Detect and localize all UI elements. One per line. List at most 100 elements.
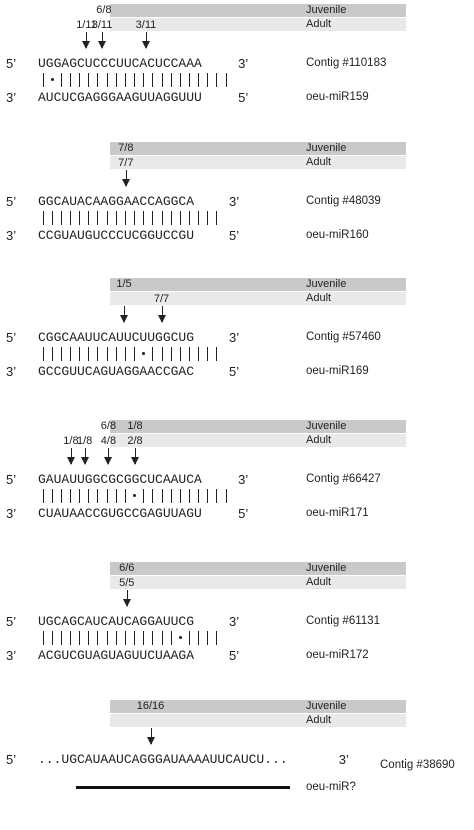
contig-label: Contig #38690 bbox=[380, 759, 455, 771]
juvenile-count: 1/5 bbox=[116, 278, 132, 290]
target-sequence: GAUAUUGGCGCGGCUCAAUCA bbox=[38, 472, 202, 487]
adult-label: Adult bbox=[306, 714, 332, 726]
five-prime-label: 5’ bbox=[238, 90, 249, 105]
pair-line bbox=[170, 73, 172, 87]
pair-line bbox=[152, 489, 154, 503]
adult-count: 4/8 bbox=[100, 435, 117, 447]
juvenile-bar bbox=[110, 278, 406, 291]
three-prime-label: 3’ bbox=[338, 752, 349, 767]
pair-line bbox=[179, 489, 181, 503]
pair-line bbox=[152, 631, 154, 645]
five-prime-label: 5’ bbox=[6, 752, 17, 767]
mirna-label: oeu-miR171 bbox=[306, 507, 369, 519]
target-sequence: GGCAUACAAGGAACCAGGCA bbox=[38, 194, 195, 209]
pair-line bbox=[207, 489, 209, 503]
pair-line bbox=[161, 347, 163, 361]
pair-line bbox=[216, 489, 218, 503]
pair-line bbox=[134, 211, 136, 225]
pair-line bbox=[79, 489, 81, 503]
cleavage-arrow bbox=[104, 448, 113, 465]
three-prime-label: 3’ bbox=[6, 364, 17, 379]
pair-line bbox=[88, 73, 90, 87]
adult-label: Adult bbox=[306, 576, 332, 588]
base-pairing bbox=[38, 211, 221, 225]
contig-label: Contig #66427 bbox=[306, 473, 381, 485]
cleavage-arrow bbox=[157, 306, 166, 323]
pair-line bbox=[42, 211, 44, 225]
target-sequence: UGCAGCAUCAUCAGGAUUCG bbox=[38, 614, 195, 629]
five-prime-label: 5’ bbox=[6, 194, 17, 209]
pair-line bbox=[88, 631, 90, 645]
mirna-sequence: AUCUCGAGGGAAGUUAGGUUU bbox=[38, 90, 202, 105]
pair-line bbox=[97, 73, 99, 87]
mirna-label: oeu-miR160 bbox=[306, 229, 369, 241]
mirna-underline bbox=[76, 786, 290, 789]
target-sequence: CGGCAAUUCAUUCUUGGCUG bbox=[38, 330, 195, 345]
pair-line bbox=[106, 211, 108, 225]
cleavage-arrow bbox=[98, 32, 107, 49]
target-sequence: ...UGCAUAAUCAGGGAUAAAAUUCAUCU... bbox=[38, 752, 288, 767]
pair-line bbox=[188, 489, 190, 503]
pair-line bbox=[170, 347, 172, 361]
mirna-label: oeu-miR? bbox=[306, 781, 356, 793]
pair-line bbox=[124, 631, 126, 645]
adult-count: 1/8 bbox=[77, 435, 93, 447]
pair-line bbox=[170, 489, 172, 503]
pair-line bbox=[51, 347, 53, 361]
adult-bar bbox=[110, 576, 406, 589]
pair-line bbox=[60, 489, 62, 503]
pair-line bbox=[188, 211, 190, 225]
pair-line bbox=[79, 211, 81, 225]
pair-line bbox=[207, 73, 209, 87]
cleavage-arrow bbox=[82, 32, 91, 49]
pair-line bbox=[134, 631, 136, 645]
pair-line bbox=[170, 211, 172, 225]
pair-line bbox=[124, 73, 126, 87]
five-prime-label: 5’ bbox=[229, 648, 240, 663]
five-prime-label: 5’ bbox=[229, 228, 240, 243]
pair-line bbox=[143, 631, 145, 645]
adult-bar bbox=[110, 434, 406, 447]
mirna-sequence: CUAUAACCGUGCCGAGUUAGU bbox=[38, 506, 202, 521]
three-prime-label: 3’ bbox=[6, 506, 17, 521]
adult-count: 7/7 bbox=[118, 157, 134, 169]
cleavage-arrow bbox=[121, 170, 130, 187]
pair-line bbox=[60, 73, 62, 87]
pair-line bbox=[188, 347, 190, 361]
mirna-label: oeu-miR172 bbox=[306, 649, 369, 661]
five-prime-label: 5’ bbox=[6, 472, 17, 487]
three-prime-label: 3’ bbox=[229, 330, 240, 345]
adult-count: 1/8 bbox=[63, 435, 79, 447]
juvenile-bar bbox=[110, 142, 406, 155]
three-prime-label: 3’ bbox=[238, 472, 249, 487]
pair-line bbox=[170, 631, 172, 645]
pair-line bbox=[207, 347, 209, 361]
adult-bar bbox=[110, 714, 406, 727]
juvenile-bar bbox=[110, 700, 406, 713]
pair-line bbox=[124, 347, 126, 361]
pair-line bbox=[51, 489, 53, 503]
pair-line bbox=[42, 347, 44, 361]
pair-line bbox=[188, 631, 190, 645]
pair-line bbox=[143, 489, 145, 503]
pair-line bbox=[152, 347, 154, 361]
target-sequence: UGGAGCUCCCUUCACUCCAAA bbox=[38, 56, 202, 71]
adult-count: 2/8 bbox=[127, 435, 143, 447]
juvenile-label: Juvenile bbox=[306, 278, 347, 290]
pair-line bbox=[60, 347, 62, 361]
juvenile-label: Juvenile bbox=[306, 700, 347, 712]
pair-dot bbox=[142, 352, 146, 355]
adult-count: 3/11 bbox=[91, 19, 113, 31]
five-prime-label: 5’ bbox=[229, 364, 240, 379]
pair-line bbox=[88, 347, 90, 361]
juvenile-count: 7/8 bbox=[118, 142, 134, 154]
juvenile-label: Juvenile bbox=[306, 562, 347, 574]
contig-label: Contig #110183 bbox=[306, 57, 387, 69]
pair-line bbox=[179, 211, 181, 225]
pair-line bbox=[70, 489, 72, 503]
pair-line bbox=[51, 211, 53, 225]
pair-line bbox=[207, 631, 209, 645]
pair-dot bbox=[50, 78, 54, 81]
pair-line bbox=[161, 73, 163, 87]
